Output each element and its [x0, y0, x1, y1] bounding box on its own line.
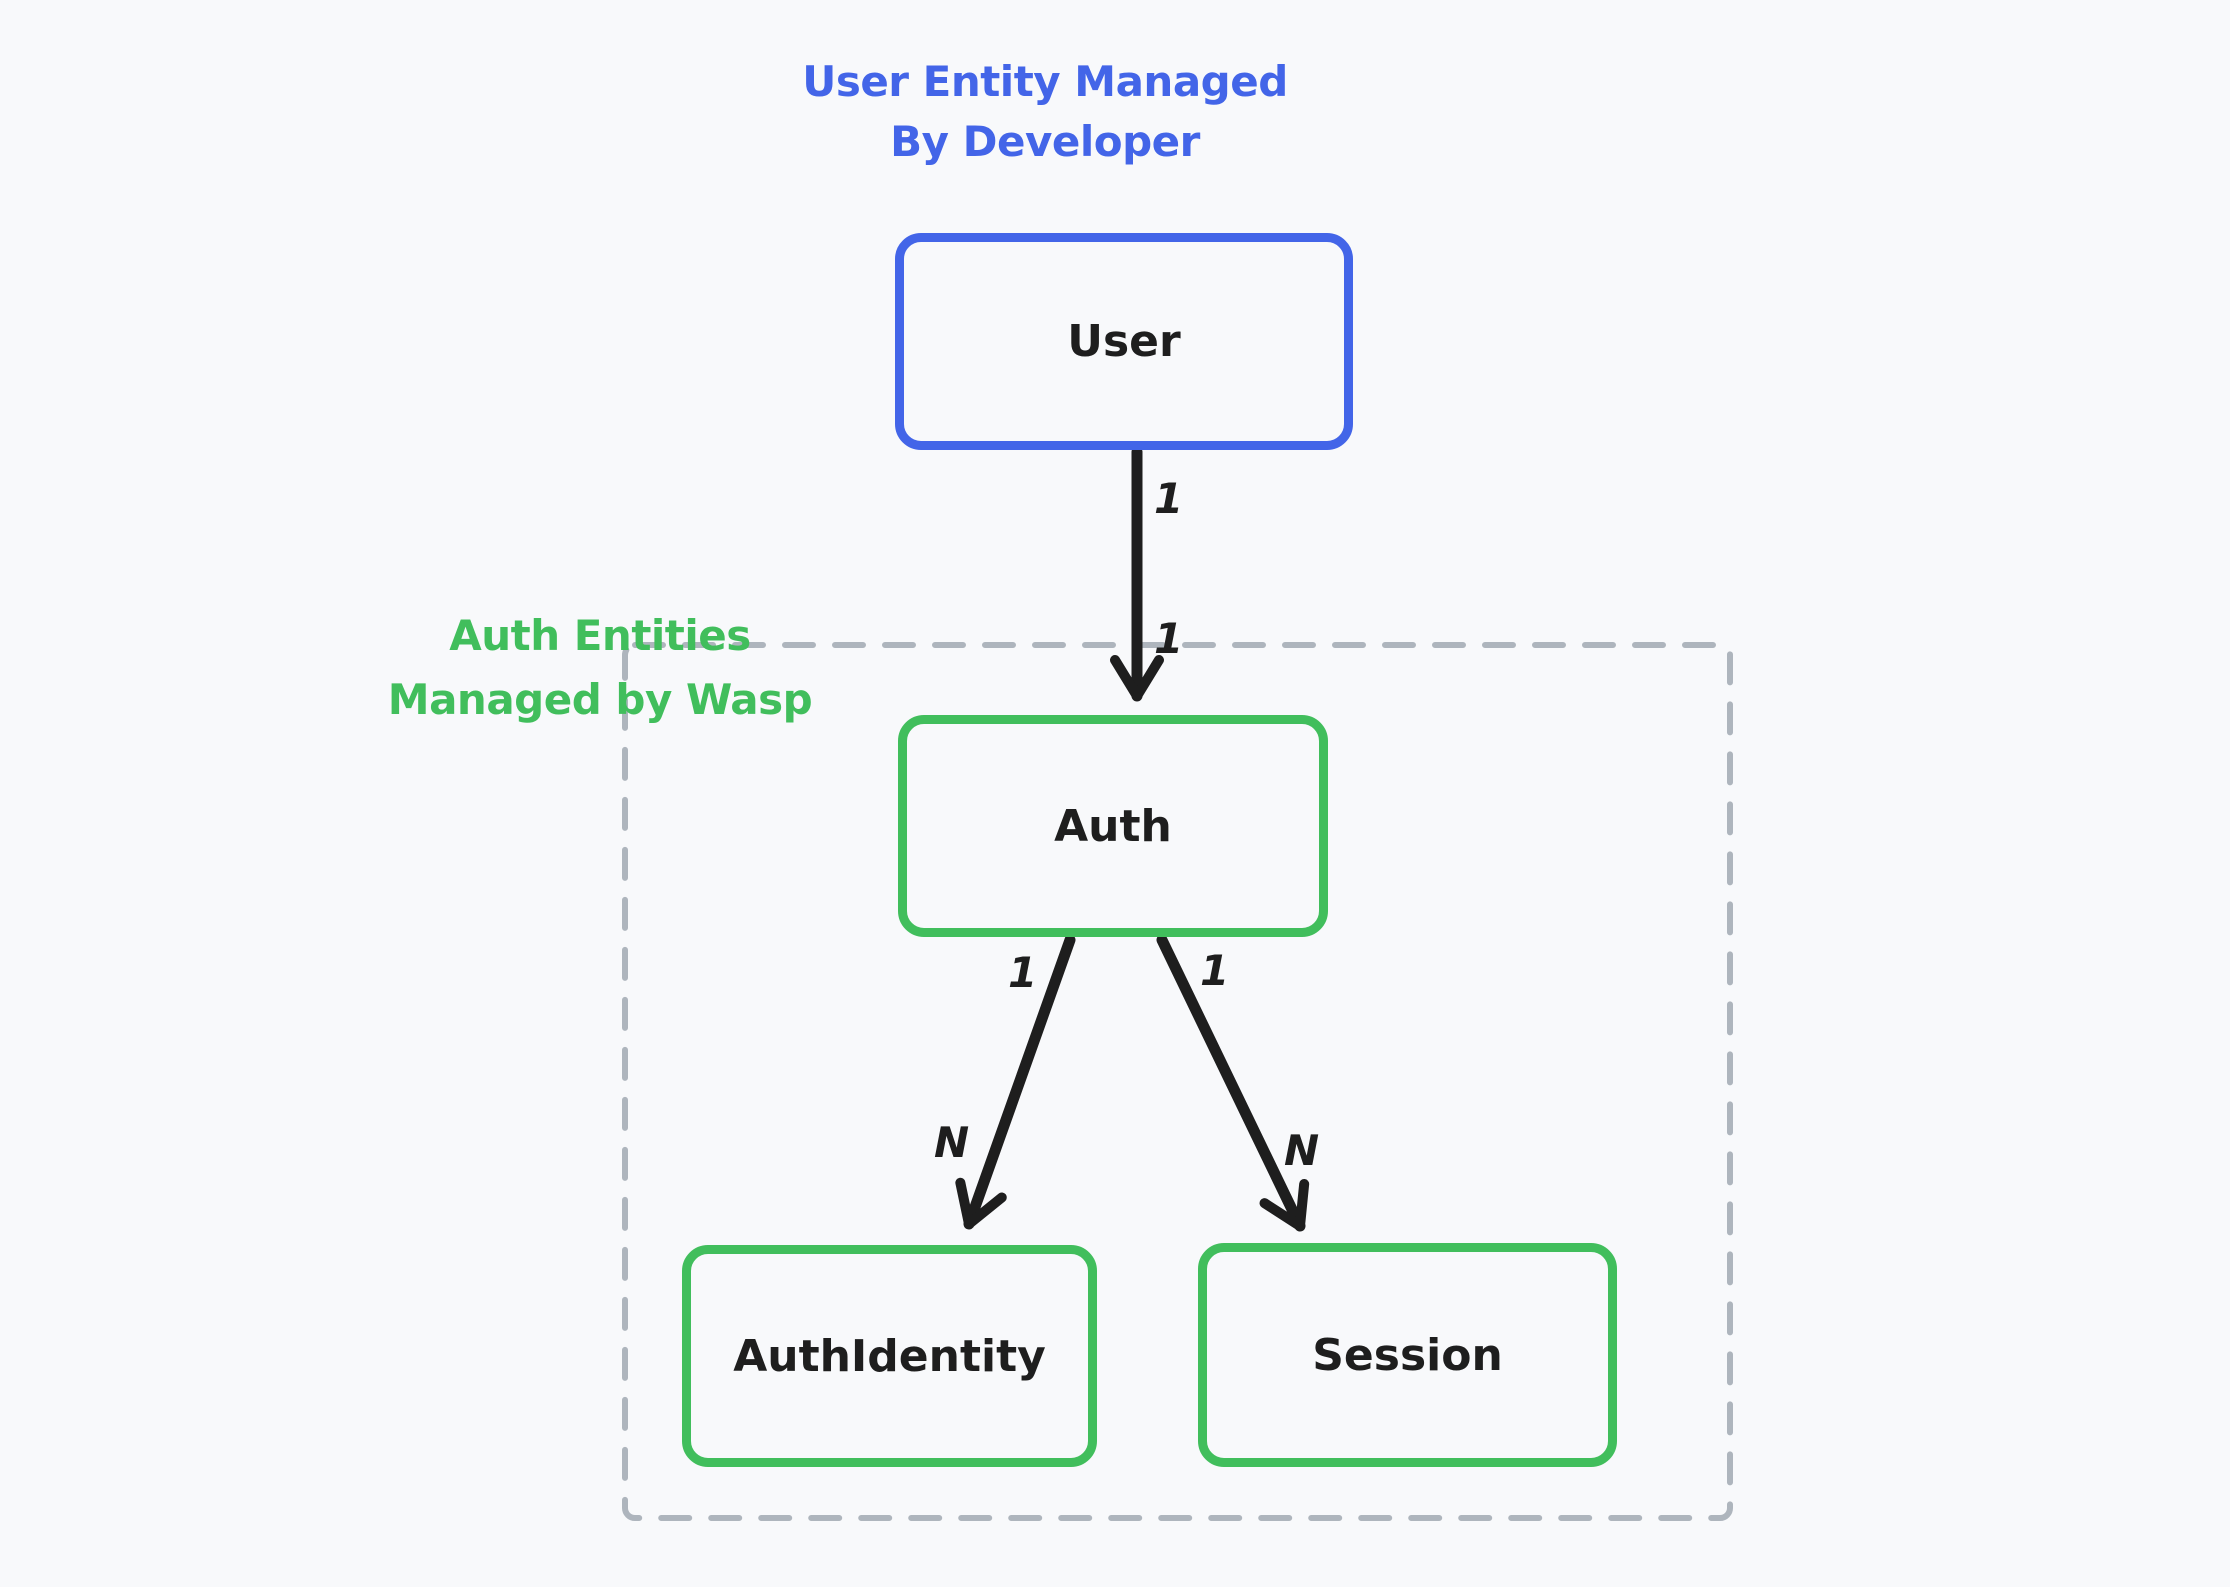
- node-auth: Auth: [898, 715, 1328, 937]
- edge-label-auth-authidentity-target: N: [934, 1118, 970, 1167]
- edge-label-user-auth-source: 1: [1154, 474, 1184, 523]
- edge-label-auth-authidentity-source: 1: [1008, 948, 1038, 997]
- node-user-label: User: [1067, 316, 1181, 367]
- auth-group-label-line-1: Auth Entities: [449, 611, 751, 660]
- title-line-2: By Developer: [890, 117, 1200, 166]
- edge-auth-to-session-arrow: [1156, 934, 1310, 1232]
- node-session: Session: [1198, 1243, 1617, 1467]
- node-authidentity-label: AuthIdentity: [733, 1330, 1046, 1382]
- edge-label-auth-session-target: N: [1284, 1126, 1320, 1175]
- auth-group-label: Auth Entities Managed by Wasp: [300, 604, 900, 732]
- node-user: User: [895, 233, 1353, 450]
- edge-label-user-auth-target: 1: [1154, 614, 1184, 663]
- auth-group-label-line-2: Managed by Wasp: [387, 675, 813, 724]
- node-auth-label: Auth: [1054, 800, 1172, 852]
- title-line-1: User Entity Managed: [802, 57, 1288, 106]
- node-authidentity: AuthIdentity: [682, 1245, 1097, 1467]
- node-session-label: Session: [1312, 1329, 1503, 1381]
- edge-label-auth-session-source: 1: [1200, 946, 1230, 995]
- title-user-entity-managed: User Entity Managed By Developer: [695, 52, 1395, 172]
